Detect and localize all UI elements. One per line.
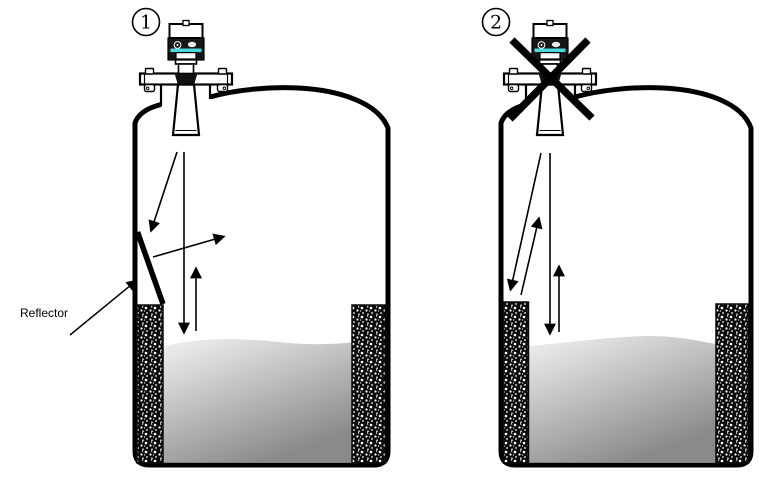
wall-lining-right [715, 303, 750, 464]
wall-lining-right [351, 304, 387, 464]
panel-number-badge: 1 [131, 7, 161, 37]
reflector-plate [134, 231, 166, 305]
panel-number: 1 [140, 12, 152, 34]
wall-echo-beam-arrow [520, 216, 543, 296]
deflected-beam-arrow [152, 233, 226, 258]
tank-outline [498, 85, 754, 468]
reflector-label: Reflector [20, 306, 68, 320]
stored-material [528, 335, 716, 462]
emitted-beam-arrow [148, 151, 178, 233]
wall-lining-left [502, 301, 530, 464]
emitted-beam-arrow [506, 152, 542, 292]
stored-material [163, 339, 352, 462]
tank-outline [132, 85, 391, 468]
wall-lining-left [136, 304, 164, 464]
prohibition-x-mark-icon [507, 37, 595, 122]
panel-number-badge: 2 [481, 7, 511, 37]
radar-level-transmitter-icon [138, 19, 234, 137]
panel-number: 2 [490, 12, 502, 34]
reflector-leader-arrow [69, 279, 138, 336]
panel-incorrect-installation: 2 [481, 7, 754, 468]
panel-correct-installation: 1 Reflector [20, 7, 391, 468]
